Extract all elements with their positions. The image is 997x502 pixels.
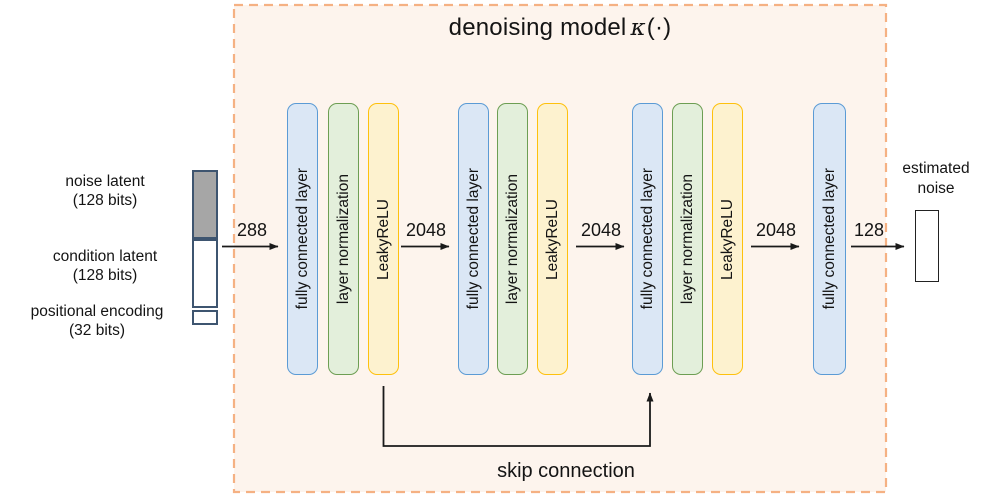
- title-suffix: (·): [646, 14, 672, 41]
- dim-label-288: 288: [236, 220, 268, 240]
- noise-latent-label: noise latent (128 bits): [20, 172, 190, 210]
- dim-label-2048-b: 2048: [580, 220, 622, 240]
- fc-layer-label-1: fully connected layer: [293, 168, 311, 310]
- fc-layer-box-output: fully connected layer: [813, 103, 846, 375]
- fc-layer-label-3: fully connected layer: [638, 168, 656, 310]
- kappa-symbol: κ: [630, 15, 646, 41]
- layer-norm-box-2: layer normalization: [497, 103, 528, 375]
- layer-norm-label-3: layer normalization: [678, 173, 696, 305]
- condition-latent-name: condition latent: [52, 248, 158, 265]
- condition-latent-segment: [192, 239, 218, 308]
- dim-label-128: 128: [853, 220, 885, 240]
- leakyrelu-box-1: LeakyReLU: [368, 103, 399, 375]
- skip-connection-label: skip connection: [497, 460, 635, 482]
- leakyrelu-label-1: LeakyReLU: [374, 198, 392, 280]
- leakyrelu-label-2: LeakyReLU: [543, 198, 561, 280]
- noise-latent-segment: [192, 170, 218, 239]
- estimated-noise-line2: noise: [917, 180, 955, 197]
- estimated-noise-label: estimated noise: [881, 159, 991, 199]
- dim-label-2048-a: 2048: [405, 220, 447, 240]
- positional-encoding-name: positional encoding: [30, 303, 164, 320]
- noise-latent-name: noise latent: [65, 173, 145, 190]
- output-vector-box: [915, 210, 939, 282]
- noise-latent-size: (128 bits): [72, 192, 138, 209]
- dim-label-2048-c: 2048: [755, 220, 797, 240]
- leakyrelu-box-2: LeakyReLU: [537, 103, 568, 375]
- title-text: denoising model: [448, 14, 627, 41]
- fc-layer-label-2: fully connected layer: [464, 168, 482, 310]
- positional-encoding-label: positional encoding (32 bits): [2, 302, 192, 340]
- estimated-noise-line1: estimated: [902, 160, 970, 177]
- layer-norm-box-1: layer normalization: [328, 103, 359, 375]
- fc-layer-box-2: fully connected layer: [458, 103, 489, 375]
- positional-encoding-segment: [192, 310, 218, 325]
- layer-norm-label-1: layer normalization: [334, 173, 352, 305]
- fc-layer-box-3: fully connected layer: [632, 103, 663, 375]
- leakyrelu-label-3: LeakyReLU: [718, 198, 736, 280]
- layer-norm-label-2: layer normalization: [503, 173, 521, 305]
- condition-latent-label: condition latent (128 bits): [20, 247, 190, 285]
- condition-latent-size: (128 bits): [72, 267, 138, 284]
- fc-layer-box-1: fully connected layer: [287, 103, 318, 375]
- leakyrelu-box-3: LeakyReLU: [712, 103, 743, 375]
- layer-norm-box-3: layer normalization: [672, 103, 703, 375]
- positional-encoding-size: (32 bits): [69, 322, 125, 339]
